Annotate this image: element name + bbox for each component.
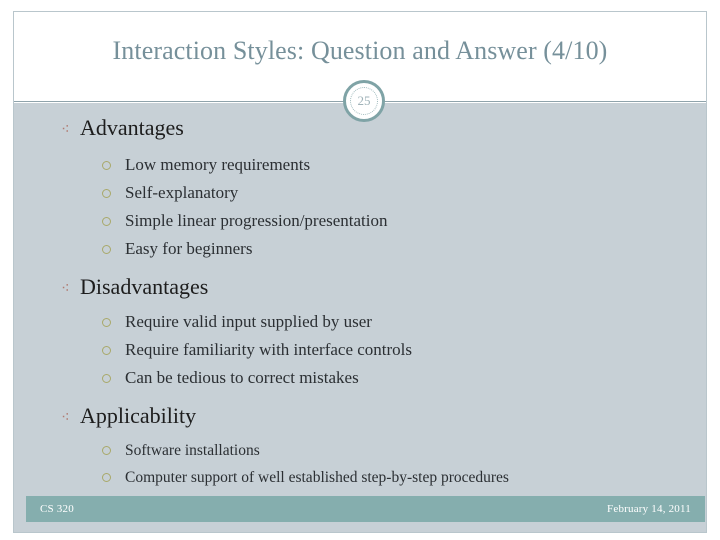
list-item: Simple linear progression/presentation (14, 210, 706, 238)
circle-outline-bullet-icon (102, 346, 125, 358)
circle-outline-bullet-icon (102, 318, 125, 330)
section-applicability: ⁖ Applicability Software installations C… (14, 403, 706, 494)
fleuron-bullet-icon: ⁖ (61, 410, 70, 426)
circle-outline-bullet-icon (102, 245, 125, 257)
list-item-label: Computer support of well established ste… (125, 469, 509, 486)
footer-course-label: CS 320 (40, 503, 74, 515)
list-item: Easy for beginners (14, 238, 706, 266)
list-item: Require valid input supplied by user (14, 311, 706, 339)
section-heading-label: Disadvantages (80, 274, 209, 299)
circle-outline-bullet-icon (102, 446, 125, 458)
fleuron-bullet-icon: ⁖ (61, 281, 70, 297)
circle-outline-bullet-icon (102, 473, 125, 485)
circle-outline-bullet-icon (102, 374, 125, 386)
list-item-label: Self-explanatory (125, 183, 239, 202)
slide-number-badge-icon: 25 (343, 80, 385, 122)
list-item: Can be tedious to correct mistakes (14, 367, 706, 395)
fleuron-bullet-icon: ⁖ (61, 122, 70, 138)
slide-body: ⁖ Advantages Low memory requirements Sel… (14, 103, 706, 532)
list-item: Low memory requirements (14, 154, 706, 182)
list-item-label: Easy for beginners (125, 239, 253, 258)
slide-footer: CS 320 February 14, 2011 (26, 496, 705, 522)
spacer (14, 146, 706, 154)
section-disadvantages: ⁖ Disadvantages Require valid input supp… (14, 274, 706, 395)
slide-number-text: 25 (357, 93, 371, 108)
section-heading-disadvantages: ⁖ Disadvantages (14, 274, 706, 305)
list-item-label: Can be tedious to correct mistakes (125, 368, 359, 387)
list-item-label: Simple linear progression/presentation (125, 211, 388, 230)
section-heading-label: Advantages (80, 115, 184, 140)
circle-outline-bullet-icon (102, 161, 125, 173)
section-heading-label: Applicability (80, 403, 197, 428)
list-item-label: Require familiarity with interface contr… (125, 340, 413, 359)
list-item-label: Software installations (125, 442, 260, 459)
slide: Interaction Styles: Question and Answer … (13, 11, 707, 533)
content-outline: ⁖ Advantages Low memory requirements Sel… (14, 103, 706, 494)
list-item: Self-explanatory (14, 182, 706, 210)
list-item: Require familiarity with interface contr… (14, 339, 706, 367)
list-item: Software installations (14, 440, 706, 467)
page-title: Interaction Styles: Question and Answer … (112, 36, 608, 65)
spacer (14, 395, 706, 403)
footer-date-label: February 14, 2011 (607, 503, 691, 515)
list-item: Computer support of well established ste… (14, 467, 706, 494)
list-item-label: Require valid input supplied by user (125, 312, 372, 331)
section-advantages: ⁖ Advantages Low memory requirements Sel… (14, 115, 706, 266)
section-heading-applicability: ⁖ Applicability (14, 403, 706, 434)
circle-outline-bullet-icon (102, 189, 125, 201)
circle-outline-bullet-icon (102, 217, 125, 229)
spacer (14, 266, 706, 274)
list-item-label: Low memory requirements (125, 155, 311, 174)
section-heading-advantages: ⁖ Advantages (14, 115, 706, 146)
